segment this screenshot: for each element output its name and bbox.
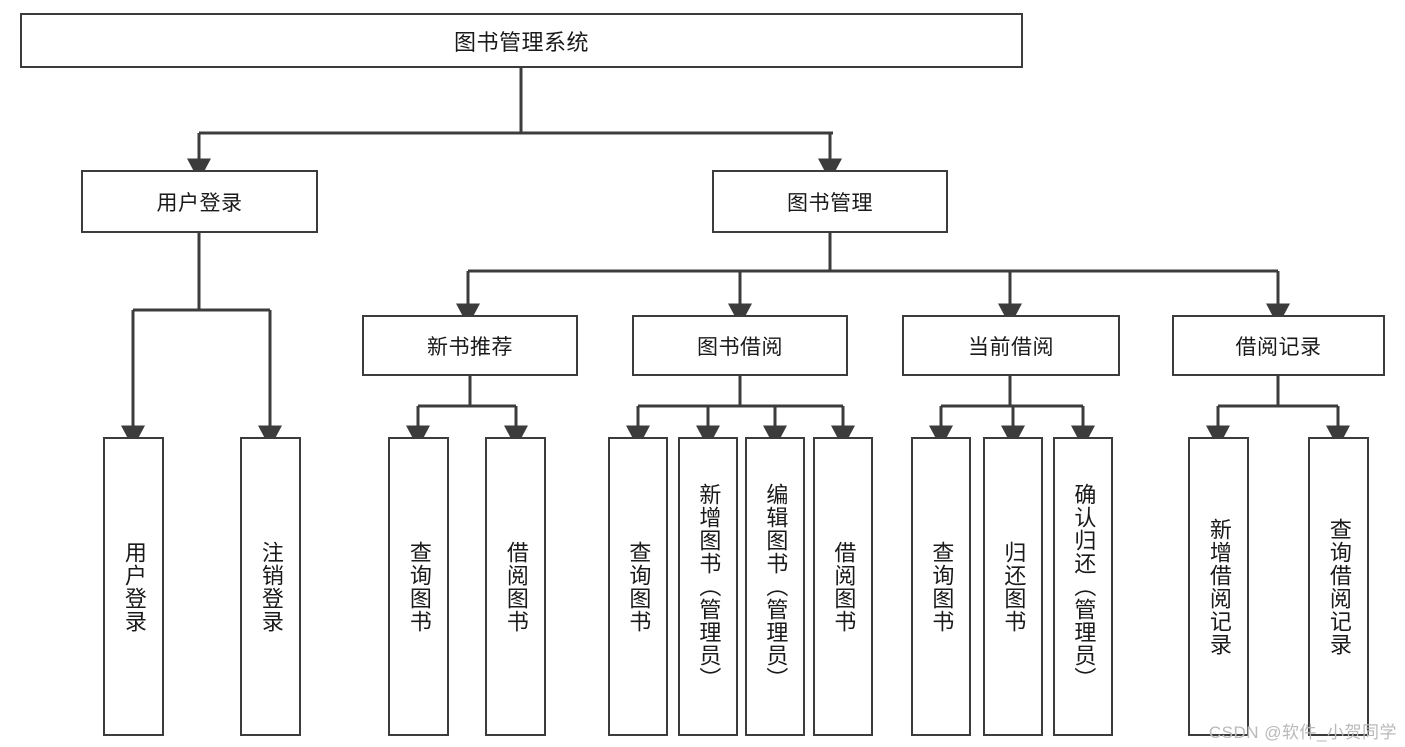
node-leaf-注销登录-1[interactable]: 注销登录 <box>240 437 301 736</box>
node-level3-label: 当前借阅 <box>968 335 1054 359</box>
node-leaf-label: 确认归还（管理员） <box>1071 483 1097 690</box>
node-level3-借阅记录-3[interactable]: 借阅记录 <box>1172 315 1385 376</box>
node-level3-图书借阅-1[interactable]: 图书借阅 <box>632 315 848 376</box>
node-leaf-查询图书-2[interactable]: 查询图书 <box>388 437 449 736</box>
node-leaf-label: 编辑图书（管理员） <box>763 483 789 690</box>
node-leaf-确认归还管理员-10[interactable]: 确认归还（管理员） <box>1053 437 1113 736</box>
node-root-label: 图书管理系统 <box>453 29 589 55</box>
node-level2-label: 图书管理 <box>787 191 873 215</box>
node-level3-label: 图书借阅 <box>697 335 783 359</box>
node-leaf-查询图书-8[interactable]: 查询图书 <box>911 437 971 736</box>
node-level2-图书管理-1[interactable]: 图书管理 <box>712 170 948 233</box>
node-leaf-label: 新增借阅记录 <box>1206 517 1232 656</box>
node-level3-label: 新书推荐 <box>427 335 513 359</box>
node-leaf-用户登录-0[interactable]: 用户登录 <box>103 437 164 736</box>
node-level2-用户登录-0[interactable]: 用户登录 <box>81 170 318 233</box>
node-leaf-label: 注销登录 <box>258 540 284 633</box>
node-root[interactable]: 图书管理系统 <box>20 13 1023 68</box>
node-level2-label: 用户登录 <box>156 191 243 215</box>
node-leaf-label: 查询图书 <box>626 540 652 633</box>
node-leaf-label: 借阅图书 <box>831 540 857 633</box>
node-leaf-归还图书-9[interactable]: 归还图书 <box>983 437 1043 736</box>
node-level3-当前借阅-2[interactable]: 当前借阅 <box>902 315 1120 376</box>
node-leaf-查询图书-4[interactable]: 查询图书 <box>608 437 668 736</box>
node-leaf-新增借阅记录-11[interactable]: 新增借阅记录 <box>1188 437 1249 736</box>
node-leaf-编辑图书管理员-6[interactable]: 编辑图书（管理员） <box>745 437 805 736</box>
node-leaf-借阅图书-7[interactable]: 借阅图书 <box>813 437 873 736</box>
node-level3-新书推荐-0[interactable]: 新书推荐 <box>362 315 578 376</box>
watermark-text: CSDN @软件_小贺同学 <box>1208 723 1397 742</box>
node-level3-label: 借阅记录 <box>1235 335 1322 359</box>
node-leaf-label: 查询图书 <box>406 540 432 633</box>
node-leaf-查询借阅记录-12[interactable]: 查询借阅记录 <box>1308 437 1369 736</box>
node-leaf-label: 查询借阅记录 <box>1326 517 1352 656</box>
node-leaf-label: 借阅图书 <box>503 540 529 633</box>
node-leaf-借阅图书-3[interactable]: 借阅图书 <box>485 437 546 736</box>
node-leaf-label: 归还图书 <box>1001 540 1027 633</box>
node-leaf-label: 用户登录 <box>121 540 147 633</box>
node-leaf-label: 查询图书 <box>929 540 955 633</box>
node-leaf-新增图书管理员-5[interactable]: 新增图书（管理员） <box>678 437 738 736</box>
node-leaf-label: 新增图书（管理员） <box>696 483 722 690</box>
